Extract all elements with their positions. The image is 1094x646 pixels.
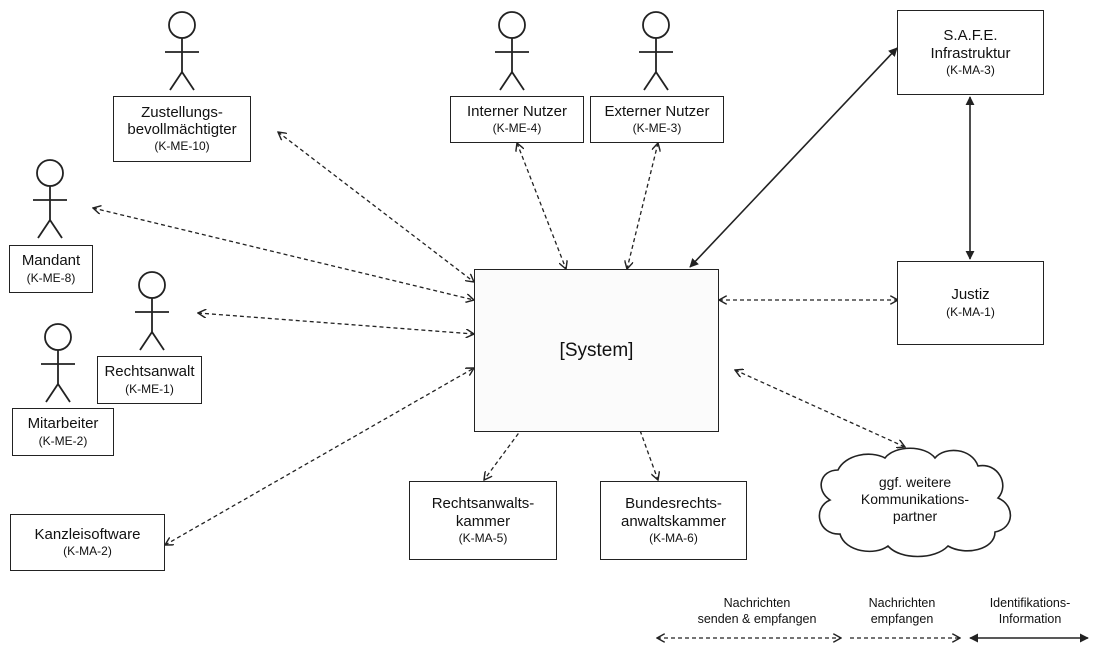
box-name-line2: anwaltskammer <box>620 512 727 530</box>
actor-name-line1: Zustellungs- <box>141 103 223 121</box>
link-mandant-system <box>93 208 474 300</box>
actor-figure-mandant <box>33 159 67 239</box>
actor-code: (K-ME-4) <box>492 121 542 136</box>
cloud-line2: Kommunikations- <box>860 490 970 507</box>
cloud-line1: ggf. weitere <box>878 474 952 490</box>
link-cloud-system <box>735 370 905 447</box>
legend-identification-line1: Identifikations- <box>989 596 1071 610</box>
actor-box-rechtsanwalt: Rechtsanwalt (K-ME-1) <box>97 356 202 404</box>
legend-identification: Identifikations- Information <box>970 596 1090 627</box>
link-extern-system <box>627 143 658 269</box>
box-name: Kanzleisoftware <box>34 525 141 543</box>
box-code: (K-MA-3) <box>946 62 995 77</box>
box-name-line2: Infrastruktur <box>930 44 1011 62</box>
legend-receive: Nachrichten empfangen <box>852 596 952 627</box>
box-brak: Bundesrechts- anwaltskammer (K-MA-6) <box>600 481 747 560</box>
legend-receive-line2: empfangen <box>870 611 934 626</box>
box-name-line1: Rechtsanwalts- <box>431 495 535 513</box>
box-name-line2: kammer <box>455 512 511 530</box>
actor-figure-zustellung <box>165 11 199 91</box>
actor-figure-extern <box>639 11 673 91</box>
box-name-line1: Bundesrechts- <box>625 495 722 513</box>
actor-box-zustellung: Zustellungs- bevollmächtigter (K-ME-10) <box>113 96 251 162</box>
actor-name: Mitarbeiter <box>27 415 99 433</box>
actor-name-line2: bevollmächtigter <box>127 121 237 139</box>
cloud-label: ggf. weitere Kommunikations- partner <box>840 474 990 524</box>
link-safe-system <box>689 47 898 268</box>
actor-name: Externer Nutzer <box>604 102 710 120</box>
box-kanzlei: Kanzleisoftware (K-MA-2) <box>10 514 165 571</box>
box-name: Justiz <box>951 286 990 304</box>
box-rak: Rechtsanwalts- kammer (K-MA-5) <box>409 481 557 560</box>
actor-name: Mandant <box>21 252 81 270</box>
box-code: (K-MA-5) <box>458 530 508 545</box>
system-box: [System] <box>474 269 719 432</box>
actor-figure-intern <box>495 11 529 91</box>
actor-box-mitarbeiter: Mitarbeiter (K-ME-2) <box>12 408 114 456</box>
actor-box-intern: Interner Nutzer (K-ME-4) <box>450 96 584 143</box>
actor-code: (K-ME-1) <box>125 381 174 396</box>
cloud-line3: partner <box>892 507 938 524</box>
actor-box-mandant: Mandant (K-ME-8) <box>9 245 93 293</box>
actor-code: (K-ME-8) <box>26 270 76 285</box>
actor-box-extern: Externer Nutzer (K-ME-3) <box>590 96 724 143</box>
legend-receive-line1: Nachrichten <box>868 596 936 610</box>
actor-code: (K-ME-3) <box>632 121 682 136</box>
actor-code: (K-ME-2) <box>38 433 88 448</box>
legend-send-receive: Nachrichten senden & empfangen <box>672 596 842 627</box>
actor-code: (K-ME-10) <box>154 139 210 154</box>
actor-figure-rechtsanwalt <box>135 271 169 351</box>
actor-name: Interner Nutzer <box>466 102 568 120</box>
actor-name: Rechtsanwalt <box>104 363 195 381</box>
box-justiz: Justiz (K-MA-1) <box>897 261 1044 345</box>
box-code: (K-MA-6) <box>649 530 698 545</box>
cloud-shape <box>818 447 1012 558</box>
box-name-line1: S.A.F.E. <box>943 27 998 45</box>
actor-figure-mitarbeiter <box>41 323 75 403</box>
link-brak-system <box>633 411 658 480</box>
box-safe: S.A.F.E. Infrastruktur (K-MA-3) <box>897 10 1044 95</box>
system-label: [System] <box>559 339 634 361</box>
legend-send-receive-line2: senden & empfangen <box>697 611 817 626</box>
legend-send-receive-line1: Nachrichten <box>723 596 791 610</box>
link-rechtsanwalt-system <box>198 313 474 334</box>
box-code: (K-MA-2) <box>63 544 112 559</box>
link-kanzlei-system <box>165 368 474 545</box>
legend-identification-line2: Information <box>998 611 1062 626</box>
link-intern-system <box>517 143 566 269</box>
box-code: (K-MA-1) <box>946 304 995 319</box>
